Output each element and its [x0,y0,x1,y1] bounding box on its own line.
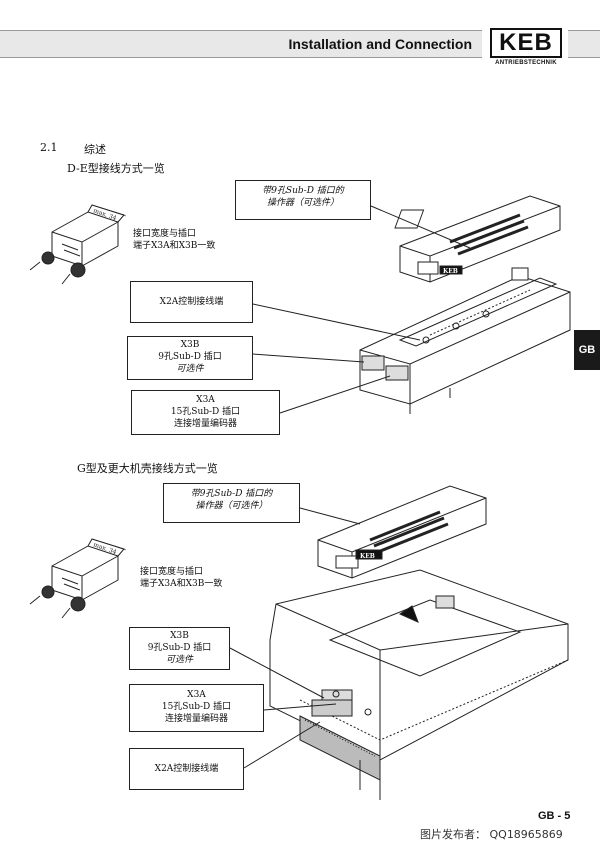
section-title: 综述 [84,143,106,156]
keb-logo: KEB ANTRIEBSTECHNIK [490,28,562,70]
header-bar: Installation and Connection [0,30,482,58]
page-number: GB - 5 [538,810,571,822]
connector-note-top: 接口宽度与插口 端子X3A和X3B一致 [133,228,215,252]
callout-line: X3A [196,395,215,405]
side-tab-gb: GB [574,330,600,370]
note-line: 接口宽度与插口 [133,229,197,239]
note-line: 端子X3A和X3B一致 [133,241,216,251]
callout-line: X3A [187,690,206,700]
x3a-callout-bottom: X3A 15孔Sub-D 插口 连接增量编码器 [129,684,264,732]
callout-line: X2A控制接线端 [154,764,219,774]
logo-text: KEB [490,28,562,58]
publisher-watermark: 图片发布者： QQ18965869 [420,828,563,841]
section-number: 2.1 [40,141,58,154]
callout-line: 15孔Sub-D 插口 [170,407,241,417]
operator-callout-top: 带9孔Sub-D 插口的 操作器（可选件） [235,180,371,220]
callout-line: 带9孔Sub-D 插口的 [190,489,273,499]
callout-line: 可选件 [165,655,193,665]
callout-line: 操作器（可选件） [266,198,339,208]
part2-heading: G型及更大机壳接线方式一览 [77,462,218,475]
connector-note-bottom: 接口宽度与插口 端子X3A和X3B一致 [140,566,222,590]
callout-line: 连接增量编码器 [173,419,237,429]
operator-label-top: KEB [443,268,458,275]
operator-drawing-top [394,195,561,283]
x2a-callout-bottom: X2A控制接线端 [129,748,244,790]
x2a-callout-top: X2A控制接线端 [130,281,253,323]
callout-line: 连接增量编码器 [164,714,228,724]
part1-heading: D-E型接线方式一览 [67,162,165,175]
note-line: 端子X3A和X3B一致 [140,579,223,589]
x3b-callout-bottom: X3B 9孔Sub-D 插口 可选件 [129,627,230,670]
operator-label-bottom: KEB [360,553,375,560]
connector-drawing-top [29,204,127,285]
header-title: Installation and Connection [288,36,472,52]
callout-line: 9孔Sub-D 插口 [158,352,222,362]
x3a-callout-top: X3A 15孔Sub-D 插口 连接增量编码器 [131,390,280,435]
header-bar-end [568,30,600,58]
drive-housing-bottom [269,569,569,800]
callout-line: 15孔Sub-D 插口 [161,702,232,712]
callout-line: X3B [180,340,200,350]
logo-subtitle: ANTRIEBSTECHNIK [495,60,557,66]
callout-line: 9孔Sub-D 插口 [147,643,212,653]
drive-unit-top [359,267,571,414]
connector-drawing-bottom [29,538,127,619]
callout-line: 可选件 [176,364,204,374]
callout-line: 操作器（可选件） [195,501,268,511]
x3b-callout-top: X3B 9孔Sub-D 插口 可选件 [127,336,253,380]
operator-callout-bottom: 带9孔Sub-D 插口的 操作器（可选件） [163,483,300,523]
callout-line: X2A控制接线端 [159,297,224,307]
note-line: 接口宽度与插口 [140,567,204,577]
callout-line: X3B [170,631,189,641]
callout-line: 带9孔Sub-D 插口的 [262,186,344,196]
